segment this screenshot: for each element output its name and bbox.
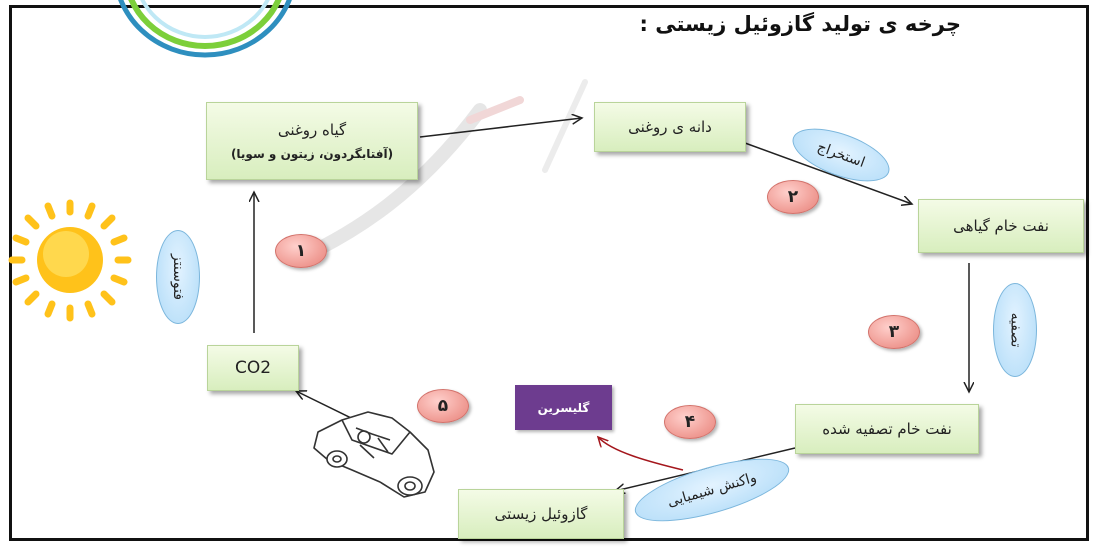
arrow-seed-to-crude (744, 142, 912, 204)
step-marker-2: ۲ (767, 180, 819, 214)
refining-label: تصفیه (993, 283, 1037, 377)
logo-swoosh (118, 0, 292, 58)
extraction-text: استخراج (814, 139, 868, 171)
crude-oil-box: نفت خام گیاهی (918, 199, 1084, 253)
step-marker-4: ۴ (664, 405, 716, 439)
diagram-title: چرخه ی تولید گازوئیل زیستی : (639, 12, 961, 36)
arrow-plant-to-seed (419, 118, 582, 138)
seed-label: دانه ی روغنی (628, 118, 712, 136)
car-icon (313, 411, 435, 498)
refined-oil-box: نفت خام تصفیه شده (795, 404, 979, 454)
step-marker-3: ۳ (868, 315, 920, 349)
glycerin-box: گلیسرین (515, 385, 612, 430)
co2-label: CO2 (234, 358, 272, 378)
photosynthesis-label: فتوسنتز (156, 230, 200, 324)
crude-oil-label: نفت خام گیاهی (953, 217, 1049, 235)
watermark-stroke (466, 96, 524, 124)
seed-box: دانه ی روغنی (594, 102, 746, 152)
biodiesel-box: گازوئیل زیستی (458, 489, 624, 539)
photosynthesis-text: فتوسنتز (170, 253, 186, 301)
sun-icon (8, 199, 132, 322)
refined-oil-label: نفت خام تصفیه شده (822, 420, 952, 438)
refining-text: تصفیه (1007, 312, 1024, 348)
co2-box: CO2 (207, 345, 299, 391)
step-marker-1: ۱ (275, 234, 327, 268)
plant-label: گیاه روغنی (277, 121, 347, 139)
arrow-to-glycerin (598, 437, 684, 471)
plant-box: گیاه روغنی (آفتابگردون، زیتون و سویا) (206, 102, 418, 180)
plant-sublabel: (آفتابگردون، زیتون و سویا) (230, 147, 394, 161)
step-marker-5: ۵ (417, 389, 469, 423)
watermark-stroke (542, 79, 588, 173)
biodiesel-label: گازوئیل زیستی (494, 505, 588, 523)
